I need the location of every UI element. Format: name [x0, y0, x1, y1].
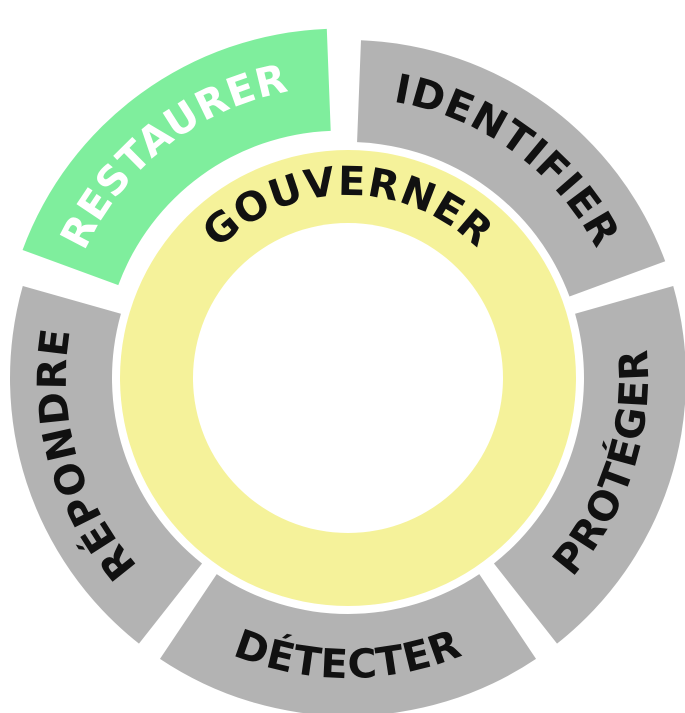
segment-restaurer	[22, 28, 331, 286]
segment-repondre	[10, 285, 203, 644]
center-hole	[193, 223, 503, 533]
segment-identifier	[357, 40, 666, 297]
segment-detecter	[159, 574, 537, 713]
segment-proteger	[493, 285, 685, 644]
